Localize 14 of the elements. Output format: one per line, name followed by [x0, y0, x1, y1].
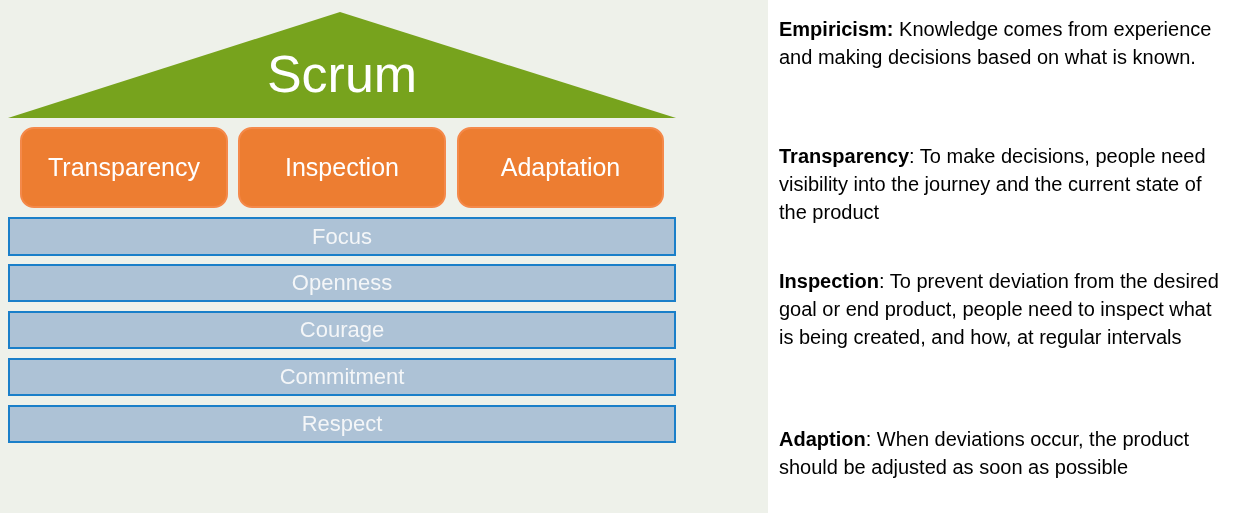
definition-paragraph: Empiricism: Knowledge comes from experience and making decisions based on what is known.	[779, 17, 1213, 70]
pillar-box: Transparency	[20, 127, 228, 208]
definition-paragraph: Transparency: To make decisions, people need visibility into the journey and the current state of the product	[779, 144, 1207, 225]
pillar-box: Inspection	[238, 127, 446, 208]
value-bar: Respect	[8, 405, 676, 443]
roof-title: Scrum	[266, 44, 418, 104]
value-bar: Courage	[8, 311, 676, 349]
definition-paragraph: Adaption: When deviations occur, the product should be adjusted as soon as possible	[779, 427, 1191, 480]
definition-paragraph: Inspection: To prevent deviation from the desired goal or end product, people need to inspect what is being created, and how, at regular intervals	[779, 269, 1219, 350]
pillar-box: Adaptation	[457, 127, 664, 208]
value-bar: Openness	[8, 264, 676, 302]
value-bar: Focus	[8, 217, 676, 256]
roof-triangle	[8, 12, 676, 118]
value-bar: Commitment	[8, 358, 676, 396]
